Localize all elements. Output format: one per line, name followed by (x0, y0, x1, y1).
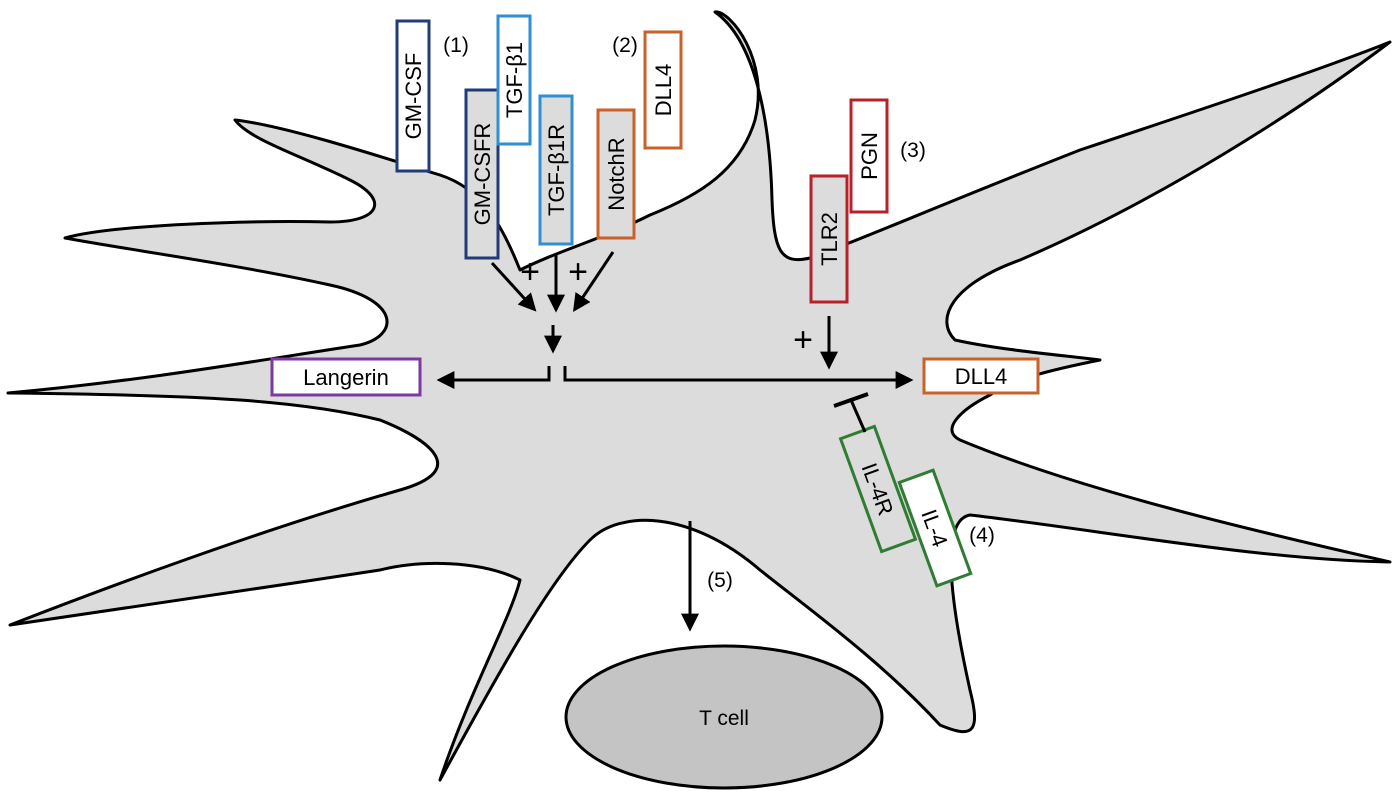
tlr2-box: TLR2 (809, 174, 849, 304)
langerin-box: Langerin (270, 357, 422, 397)
langerin-label: Langerin (303, 365, 389, 390)
tgf-b1r-box: TGF-β1R (538, 94, 574, 246)
dendritic-cell-body (6, 10, 1392, 782)
arrow-to-langerin (436, 366, 551, 389)
dll4-output-label: DLL4 (955, 364, 1008, 389)
notchr-label: NotchR (604, 137, 629, 210)
number-4: (4) (969, 524, 995, 547)
tgf-b1-label: TGF-β1 (502, 42, 527, 118)
notchr-box: NotchR (596, 108, 636, 240)
tgf-b1r-label: TGF-β1R (544, 124, 569, 216)
number-5: (5) (707, 569, 733, 592)
t-cell (564, 644, 884, 790)
arrow-gmcsfr-to-center (490, 261, 537, 312)
gm-csf-label: GM-CSF (401, 53, 426, 140)
tgf-b1-box: TGF-β1 (496, 14, 532, 146)
dll4-ligand-box: DLL4 (643, 30, 683, 150)
tlr2-label: TLR2 (817, 212, 842, 266)
gm-csf-box: GM-CSF (395, 19, 431, 173)
number-3: (3) (900, 139, 926, 162)
number-1: (1) (443, 34, 469, 57)
il4-box: IL-4 (897, 468, 973, 588)
pgn-label: PGN (857, 132, 882, 180)
gm-csfr-label: GM-CSFR (470, 123, 495, 226)
dll4-output-box: DLL4 (922, 357, 1040, 395)
arrow-to-dll4 (563, 366, 914, 389)
signal-arrows (436, 251, 914, 632)
inhibition-il4r-bar (833, 392, 869, 408)
pgn-box: PGN (849, 98, 889, 214)
inhibition-il4r-stem (849, 399, 867, 433)
number-2: (2) (612, 34, 638, 57)
gm-csfr-box: GM-CSFR (464, 88, 500, 260)
plus-sign-notch: + (568, 253, 588, 291)
plus-sign-gmcsf: + (520, 253, 540, 291)
arrow-notchr-to-center (573, 251, 615, 312)
t-cell-label: T cell (699, 707, 749, 730)
plus-sign-tlr2: + (793, 321, 813, 359)
il4r-box: IL-4R (838, 424, 918, 554)
dll4-ligand-label: DLL4 (651, 64, 676, 117)
